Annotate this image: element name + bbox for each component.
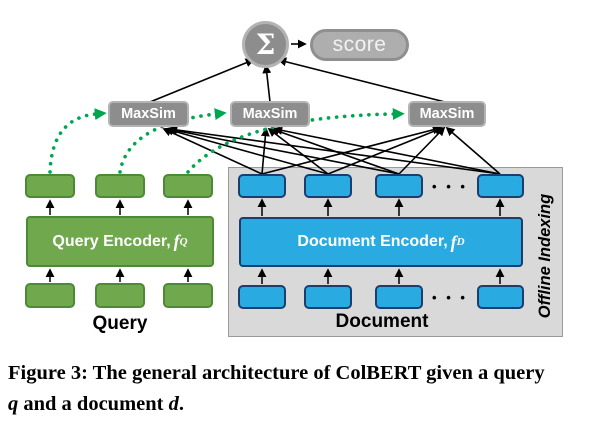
query-embedding-1 [25,174,75,198]
maxsim-label: MaxSim [419,106,475,122]
maxsim-label: MaxSim [121,106,176,122]
query-to-maxsim-dotted-arrows [48,108,405,174]
caption-var-q: q [8,393,19,415]
maxsim-box-1: MaxSim [108,101,189,127]
query-token-3 [163,283,213,308]
connector-arrows-layer [45,39,505,284]
document-encoder-f: f [450,231,457,252]
doc-token-ellipsis: • • • [432,290,468,305]
maxsim-box-3: MaxSim [408,101,486,127]
document-label: Document [335,311,429,332]
offline-indexing-label: Offline Indexing [536,193,554,319]
query-embedding-2 [95,174,145,198]
score-label: score [332,33,387,56]
maxsim-to-sum-lines [149,57,446,103]
doc-to-maxsim-lines [162,125,501,175]
doc-embedding-2 [304,174,352,198]
sum-node: Σ [242,21,289,68]
document-encoder-sub: D [456,236,465,248]
query-embedding-3 [163,174,213,198]
doc-embedding-4 [477,174,524,198]
caption-line-2: q and a document d. [8,393,184,415]
doc-token-2 [304,285,352,309]
query-encoder-sub: Q [179,235,188,248]
doc-token-3 [375,285,423,309]
score-node: score [310,29,409,61]
query-label: Query [92,313,148,334]
sigma-symbol: Σ [255,27,276,61]
doc-token-1 [238,285,286,309]
caption-var-d: d [168,393,179,415]
doc-embedding-1 [238,174,286,198]
doc-token-4 [477,285,524,309]
query-encoder-label: Query Encoder, [52,232,171,250]
figure-caption: Figure 3: The general architecture of Co… [8,358,600,420]
maxsim-box-2: MaxSim [230,101,310,127]
query-token-2 [95,283,145,308]
maxsim-label: MaxSim [242,106,298,122]
doc-embedding-3 [375,174,423,198]
caption-line-1: Figure 3: The general architecture of Co… [8,362,545,384]
document-stack-arrows [257,198,505,284]
query-stack-arrows [45,199,193,282]
document-encoder-label: Document Encoder, [297,233,448,250]
query-encoder-f: f [173,231,180,251]
doc-embedding-ellipsis: • • • [432,179,468,194]
query-token-1 [25,283,75,308]
